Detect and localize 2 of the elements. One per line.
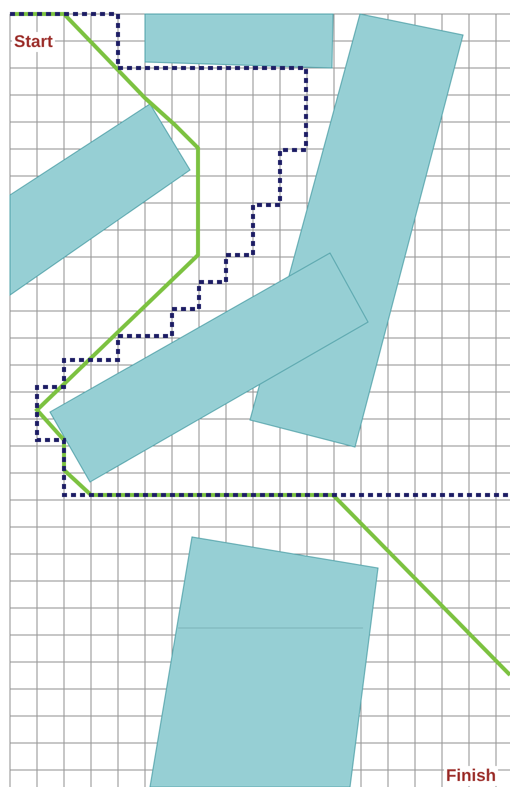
finish-label: Finish (444, 766, 498, 786)
start-label: Start (12, 32, 55, 52)
